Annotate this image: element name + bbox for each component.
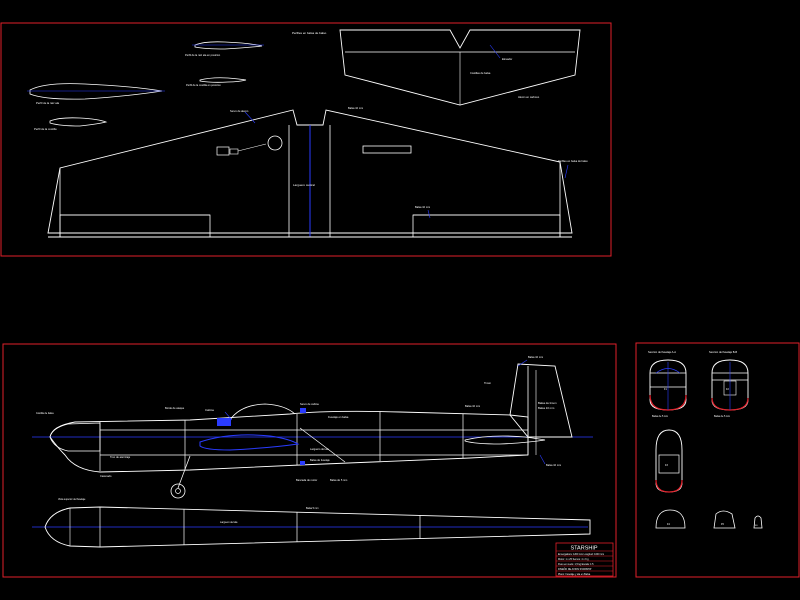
canopy-plan xyxy=(655,429,683,493)
small-former-2 xyxy=(713,510,736,529)
wing-spar-label: Larguero del ala xyxy=(310,447,329,451)
servo-leader xyxy=(244,111,256,124)
canopy xyxy=(229,403,296,421)
fuselage-frame xyxy=(2,343,617,578)
section-b-title: Seccion del fuselaje B-B xyxy=(709,350,737,354)
aileron-cut-label: Aleron en carbono xyxy=(518,95,540,99)
bottom-label: Balsa 10 mm xyxy=(415,205,430,209)
small-former-2-label: F5 xyxy=(721,523,724,526)
servo-side-3 xyxy=(300,461,305,465)
formers-frame xyxy=(635,342,800,578)
center-hatch xyxy=(362,145,412,154)
servo-label: Servo de aleron xyxy=(230,109,249,113)
top-view-spar: Larguero del ala xyxy=(220,521,238,524)
servo-linkage xyxy=(237,143,267,152)
fin-bottom-label: Balsa 10 mm xyxy=(546,463,561,467)
fin-note-2: Balsa 10 mm xyxy=(538,406,555,410)
wing-plan-panel: Perfil de la raiz ala en posicion Perfil… xyxy=(0,22,612,257)
stabilizer-leader xyxy=(489,44,501,59)
airfoil-profile-small xyxy=(194,41,263,50)
small-former-1 xyxy=(655,509,686,529)
airfoil-root-label: Perfil de la raiz ala xyxy=(36,101,59,105)
aileron-left xyxy=(59,214,211,238)
vertical-fin xyxy=(509,363,573,438)
wing-outline xyxy=(47,109,573,234)
former-a-canopy xyxy=(655,368,681,374)
wheel-circle-top xyxy=(267,135,283,151)
canopy-leader xyxy=(224,411,233,421)
fuselage-note: Fuselaje en balsa xyxy=(328,415,349,419)
spar-label: Larguero central xyxy=(293,183,315,187)
section-a-title: Seccion del fuselaje A-A xyxy=(648,350,676,354)
wheel-note: Tren de aterrizaje xyxy=(110,455,131,459)
top-view-note: Vista superior del fuselaje xyxy=(58,498,86,501)
elevator-label: Elevador xyxy=(502,57,512,61)
fin-top-leader xyxy=(517,359,528,367)
aileron-title-label: Perfiles en balsa de balso xyxy=(292,31,327,35)
title-block-line-1: Envergadura: 1200 mm Longitud: 1000 mm xyxy=(558,553,604,556)
wing-plan-frame xyxy=(0,22,612,257)
formers-panel: Seccion del fuselaje A-A Seccion del fus… xyxy=(635,342,800,578)
fin-bottom-leader xyxy=(539,454,546,465)
spinner-note: Carenado xyxy=(100,474,112,478)
title-block-line-3: Peso en vuelo: 1,5 kg Escala: 1:5 xyxy=(558,563,594,566)
airfoil-mid-label: Perfil de la costilla en posicion xyxy=(186,83,221,87)
cockpit-label: Servo de cabina xyxy=(300,402,319,406)
fin-mid-label: Balsa 10 mm xyxy=(465,404,480,408)
former-b-note: Balsa de 5 mm xyxy=(714,415,730,418)
airfoil-profile-tip xyxy=(49,117,108,127)
fuselage-panel: Balsa 10 mm Timon Cabina Servo de cabina… xyxy=(2,343,617,578)
former-b-label: F2 xyxy=(726,388,729,391)
airfoil-small-label: Perfil de la raiz ala en posicion xyxy=(185,53,221,57)
title-block-line-4: DISEÑO DE AVION STARSHIP xyxy=(558,568,592,571)
fin-note: Balsa de timon xyxy=(538,401,557,405)
former-a-note: Balsa de 5 mm xyxy=(652,415,668,418)
wing-section-side xyxy=(199,434,300,451)
fuselage-top-outline xyxy=(44,506,591,548)
small-former-3-label: F6 xyxy=(755,525,758,527)
aileron-right xyxy=(412,214,561,238)
bottom-leader xyxy=(427,209,431,219)
airfoil-profile-mid xyxy=(199,77,247,83)
stab-section-side xyxy=(464,435,546,445)
rudder-label: Timon xyxy=(484,381,492,385)
title-block: STARSHIP Envergadura: 1200 mm Longitud: … xyxy=(555,542,614,577)
tail-note: Costillas de balsa xyxy=(470,71,491,75)
landing-gear-hub xyxy=(175,488,181,494)
lower-note-2: Balsa de 5 mm xyxy=(330,478,347,482)
canopy-plan-window xyxy=(658,454,680,474)
canopy-plan-red xyxy=(655,479,683,493)
lower-note: Balsa de fuselaje xyxy=(310,458,330,462)
small-former-1-label: F4 xyxy=(667,523,670,526)
landing-gear-strut xyxy=(177,455,191,489)
tip-leader xyxy=(564,164,569,179)
motor-note: Bancada de motor xyxy=(296,478,317,482)
fuselage-side-outline xyxy=(49,410,529,473)
title-block-line-5: Plano: Fuselaje y ala en Balsa xyxy=(558,573,591,576)
servo-arm xyxy=(229,148,239,155)
title-block-line-2: Motor: 1 x 25 Servos: 4 x 9 g xyxy=(558,558,589,561)
cockpit-marker xyxy=(299,427,346,463)
landing-gear-wheel xyxy=(170,483,186,499)
title-block-title: STARSHIP xyxy=(570,546,597,552)
former-a-label: F1 xyxy=(664,388,667,391)
center-label: Balsa 10 mm xyxy=(348,106,363,110)
top-view-note-2: Balsa 5 mm xyxy=(306,507,319,510)
stabilizer-outline xyxy=(339,29,581,106)
canopy-plan-label: F3 xyxy=(665,464,668,467)
servo-side-2 xyxy=(300,408,306,413)
airfoil-tip-label: Perfil de la costilla xyxy=(34,127,57,131)
fin-top-label: Balsa 10 mm xyxy=(528,355,543,359)
ribs-label: Costilla de balsa xyxy=(36,412,54,415)
servo-side xyxy=(217,418,231,426)
wing-root-label: Borde de ataque xyxy=(165,406,185,410)
small-former-3 xyxy=(753,515,763,529)
canopy-label: Cabina xyxy=(205,408,214,412)
tip-label: Perfiles en balsa de balso xyxy=(558,159,588,163)
title-block-frame xyxy=(555,542,614,577)
servo-hatch xyxy=(216,146,230,156)
airfoil-profile-root xyxy=(29,83,163,100)
